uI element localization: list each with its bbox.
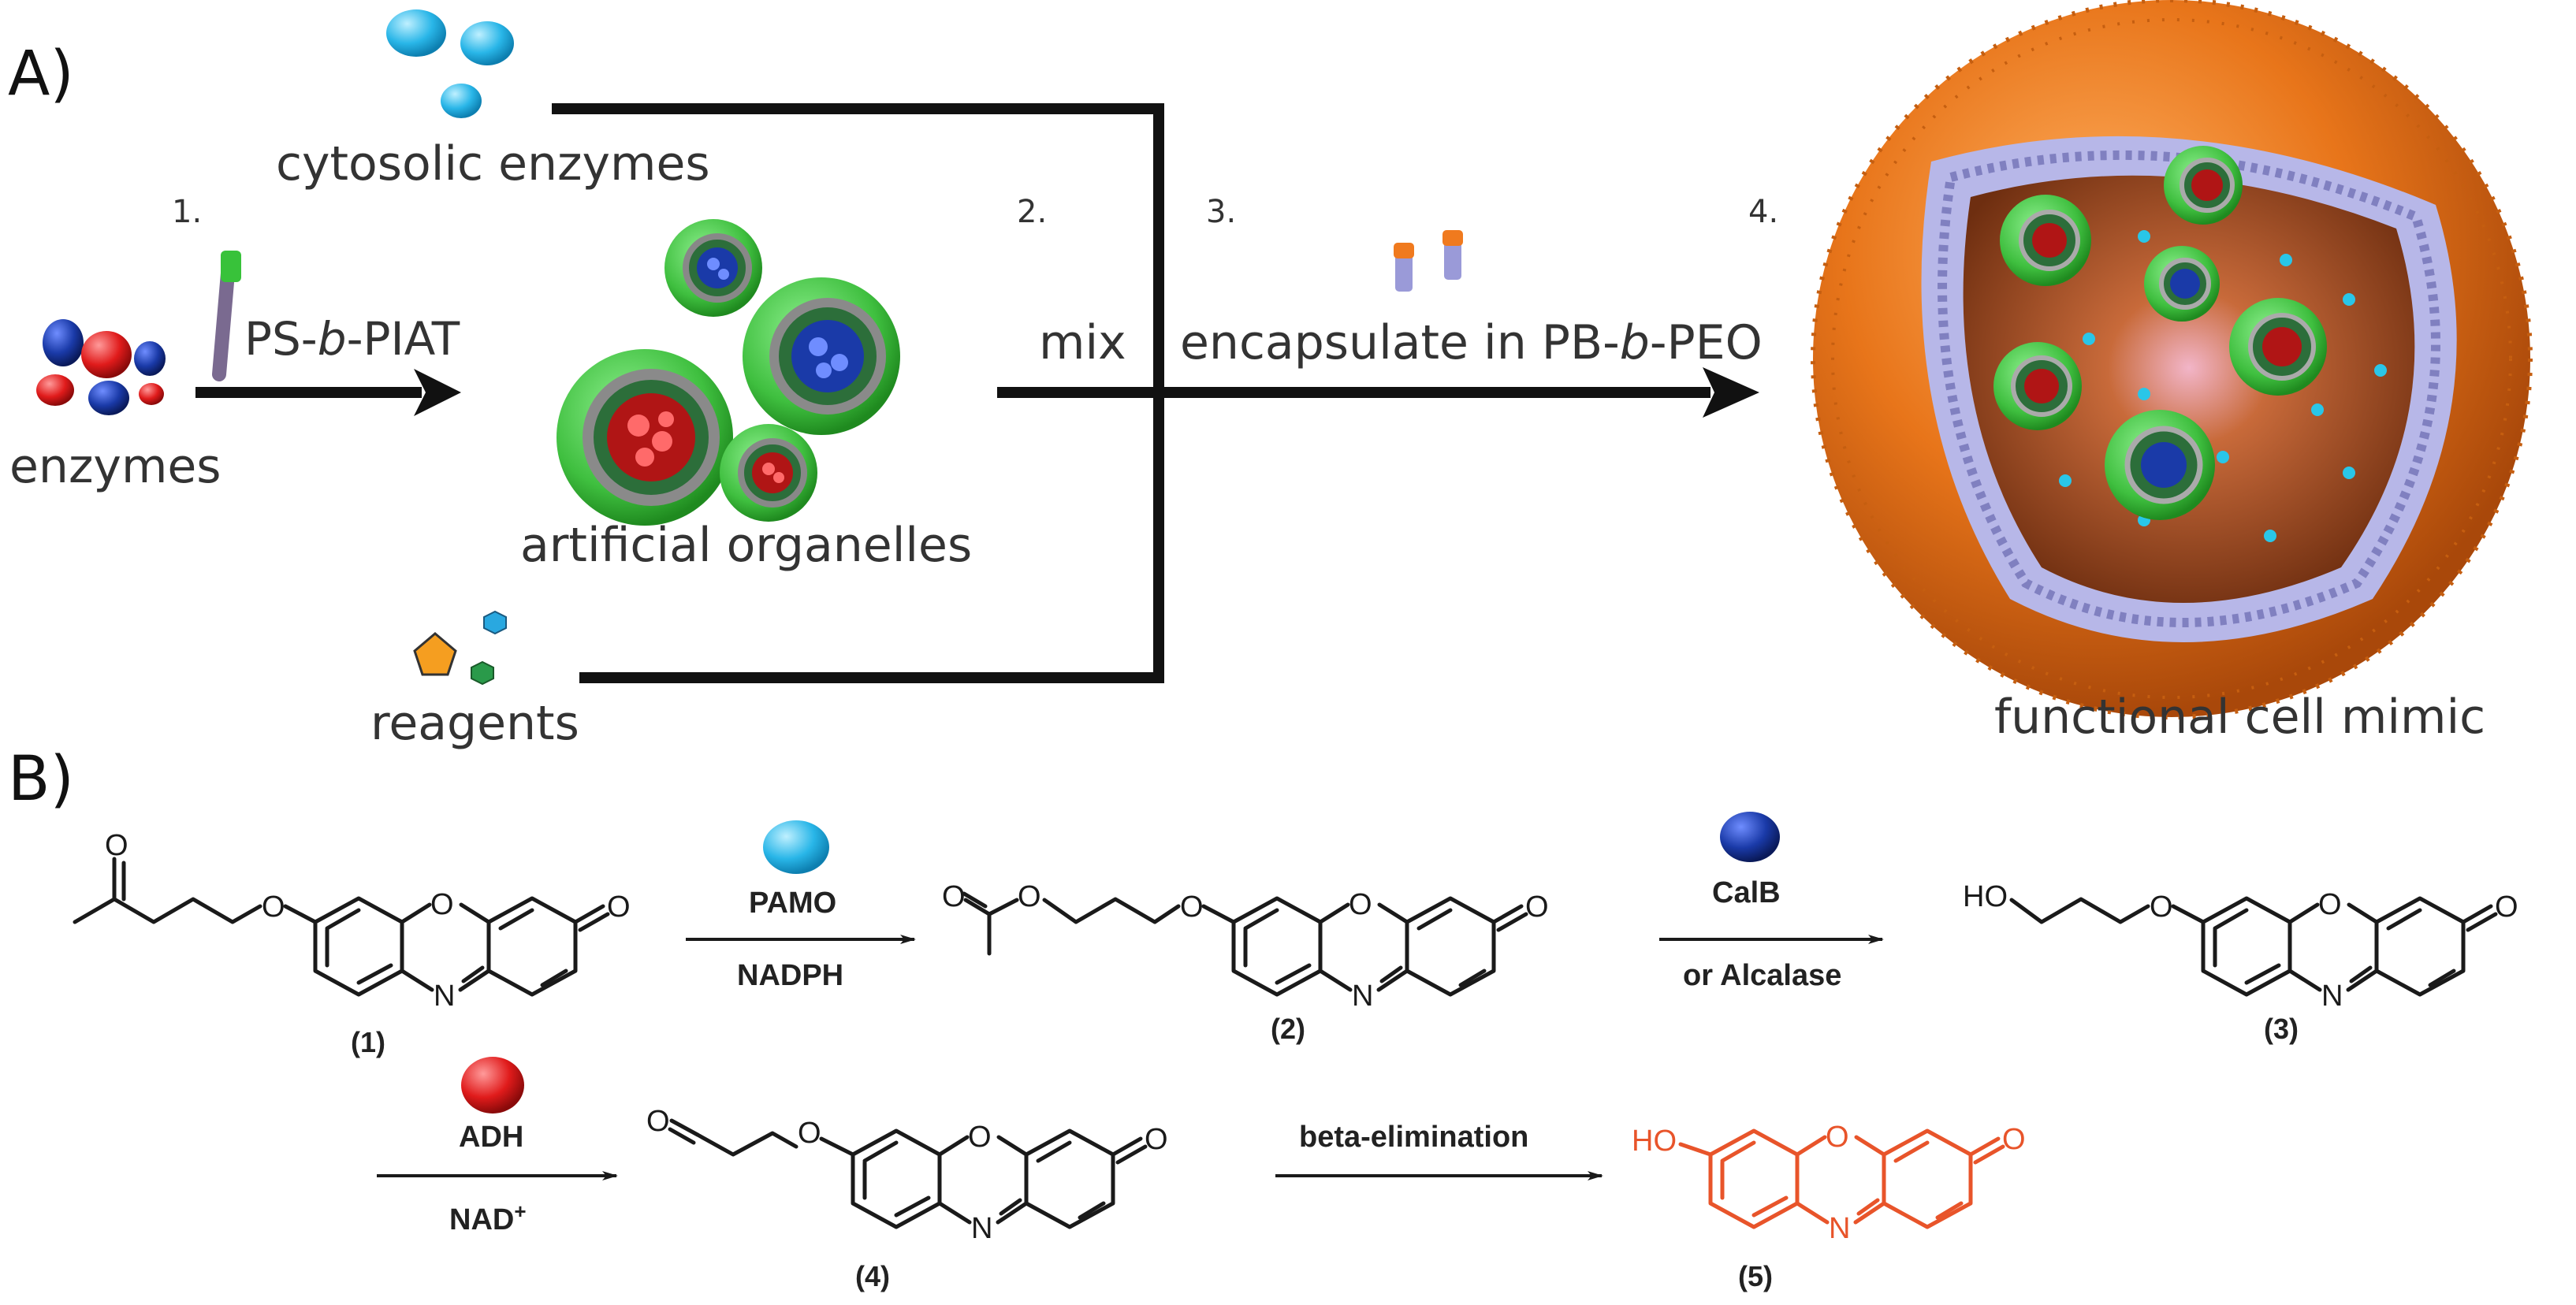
compound-1-ring-oxygen: O [430, 888, 454, 921]
compound-1-label: (1) [351, 1026, 385, 1058]
step-4-number: 4. [1748, 194, 1778, 230]
step-1-number: 1. [172, 194, 202, 230]
enzymes-label: enzymes [9, 439, 221, 494]
reagents-icon [413, 610, 507, 686]
compound-2-label: (2) [1271, 1013, 1305, 1045]
adh-enzyme-icon [461, 1057, 524, 1114]
compound-1-ketone-oxygen: O [105, 829, 128, 862]
compound-5-hydroxyl: HO [1632, 1125, 1677, 1158]
beta-elimination-label: beta-elimination [1299, 1121, 1528, 1154]
compound-3-ring-nitrogen: N [2321, 980, 2343, 1013]
compound-1-structure: O O O N O [73, 829, 631, 1013]
compound-2-ring-nitrogen: N [1352, 980, 1373, 1013]
enzymes-icon [36, 319, 166, 415]
pamo-enzyme-icon [763, 820, 829, 874]
compound-4-carbonyl-oxygen: O [1145, 1123, 1168, 1156]
polymer-pb-peo-icon [1394, 230, 1463, 292]
calb-enzyme-icon [1720, 812, 1780, 862]
alcalase-label: or Alcalase [1683, 959, 1841, 992]
compound-2-ester-carbonyl-oxygen: O [942, 880, 966, 913]
cell-mimic-label: functional cell mimic [1994, 690, 2485, 745]
compound-2-ester-oxygen: O [1018, 880, 1041, 913]
compound-4-ring-oxygen: O [968, 1121, 992, 1154]
arrow-step-1 [195, 369, 461, 416]
encapsulate-label: encapsulate in PB-b-PEO [1180, 315, 1763, 370]
compound-5-label: (5) [1738, 1260, 1773, 1292]
compound-1-ring-nitrogen: N [434, 980, 455, 1013]
panel-b-label: B) [8, 744, 74, 815]
reagents-label: reagents [370, 696, 579, 751]
cell-mimic-icon [1811, 0, 2533, 719]
nad-label: NAD+ [449, 1199, 527, 1236]
compound-2-ring-oxygen: O [1349, 888, 1372, 921]
cytosolic-enzymes-label: cytosolic enzymes [276, 136, 710, 191]
compound-5-ring-nitrogen: N [1829, 1212, 1850, 1245]
compound-2-carbonyl-oxygen: O [1525, 890, 1549, 924]
compound-3-carbonyl-oxygen: O [2495, 890, 2518, 924]
adh-label: ADH [459, 1121, 523, 1154]
step-2-number: 2. [1017, 194, 1047, 230]
pamo-label: PAMO [749, 887, 836, 920]
calb-label: CalB [1712, 876, 1781, 909]
artificial-organelles-label: artificial organelles [520, 518, 972, 573]
compound-2-structure: O O O O N O [942, 880, 1549, 1013]
step-3-number: 3. [1206, 194, 1236, 230]
compound-3-label: (3) [2264, 1013, 2299, 1045]
compound-3-ring-oxygen: O [2318, 888, 2342, 921]
compound-4-aldehyde-oxygen: O [646, 1105, 670, 1138]
compound-4-ring-nitrogen: N [971, 1212, 992, 1245]
compound-3-ether-oxygen: O [2150, 890, 2173, 924]
compound-1-ether-oxygen: O [262, 890, 285, 924]
compound-1-carbonyl-oxygen: O [607, 890, 631, 924]
polymer-ps-piat-label: PS-b-PIAT [244, 312, 460, 366]
mix-label: mix [1039, 315, 1126, 370]
cytosolic-enzymes-icon [386, 9, 514, 118]
compound-5-ring-oxygen: O [1826, 1121, 1849, 1154]
panel-a-label: A) [8, 39, 74, 110]
compound-4-label: (4) [855, 1260, 890, 1292]
compound-3-structure: HO O O N O [1963, 880, 2518, 1013]
arrow-step-3 [1159, 367, 1759, 418]
artificial-organelles-icon [557, 219, 900, 526]
polymer-ps-piat-icon [212, 251, 241, 381]
compound-2-ether-oxygen: O [1180, 890, 1204, 924]
compound-4-structure: O O O N O [646, 1105, 1168, 1245]
compound-5-structure: HO O N O [1632, 1121, 2026, 1245]
compound-4-ether-oxygen: O [798, 1117, 821, 1150]
compound-5-carbonyl-oxygen: O [2002, 1123, 2026, 1156]
nadph-label: NADPH [737, 959, 843, 992]
compound-3-hydroxyl: HO [1963, 880, 2008, 913]
